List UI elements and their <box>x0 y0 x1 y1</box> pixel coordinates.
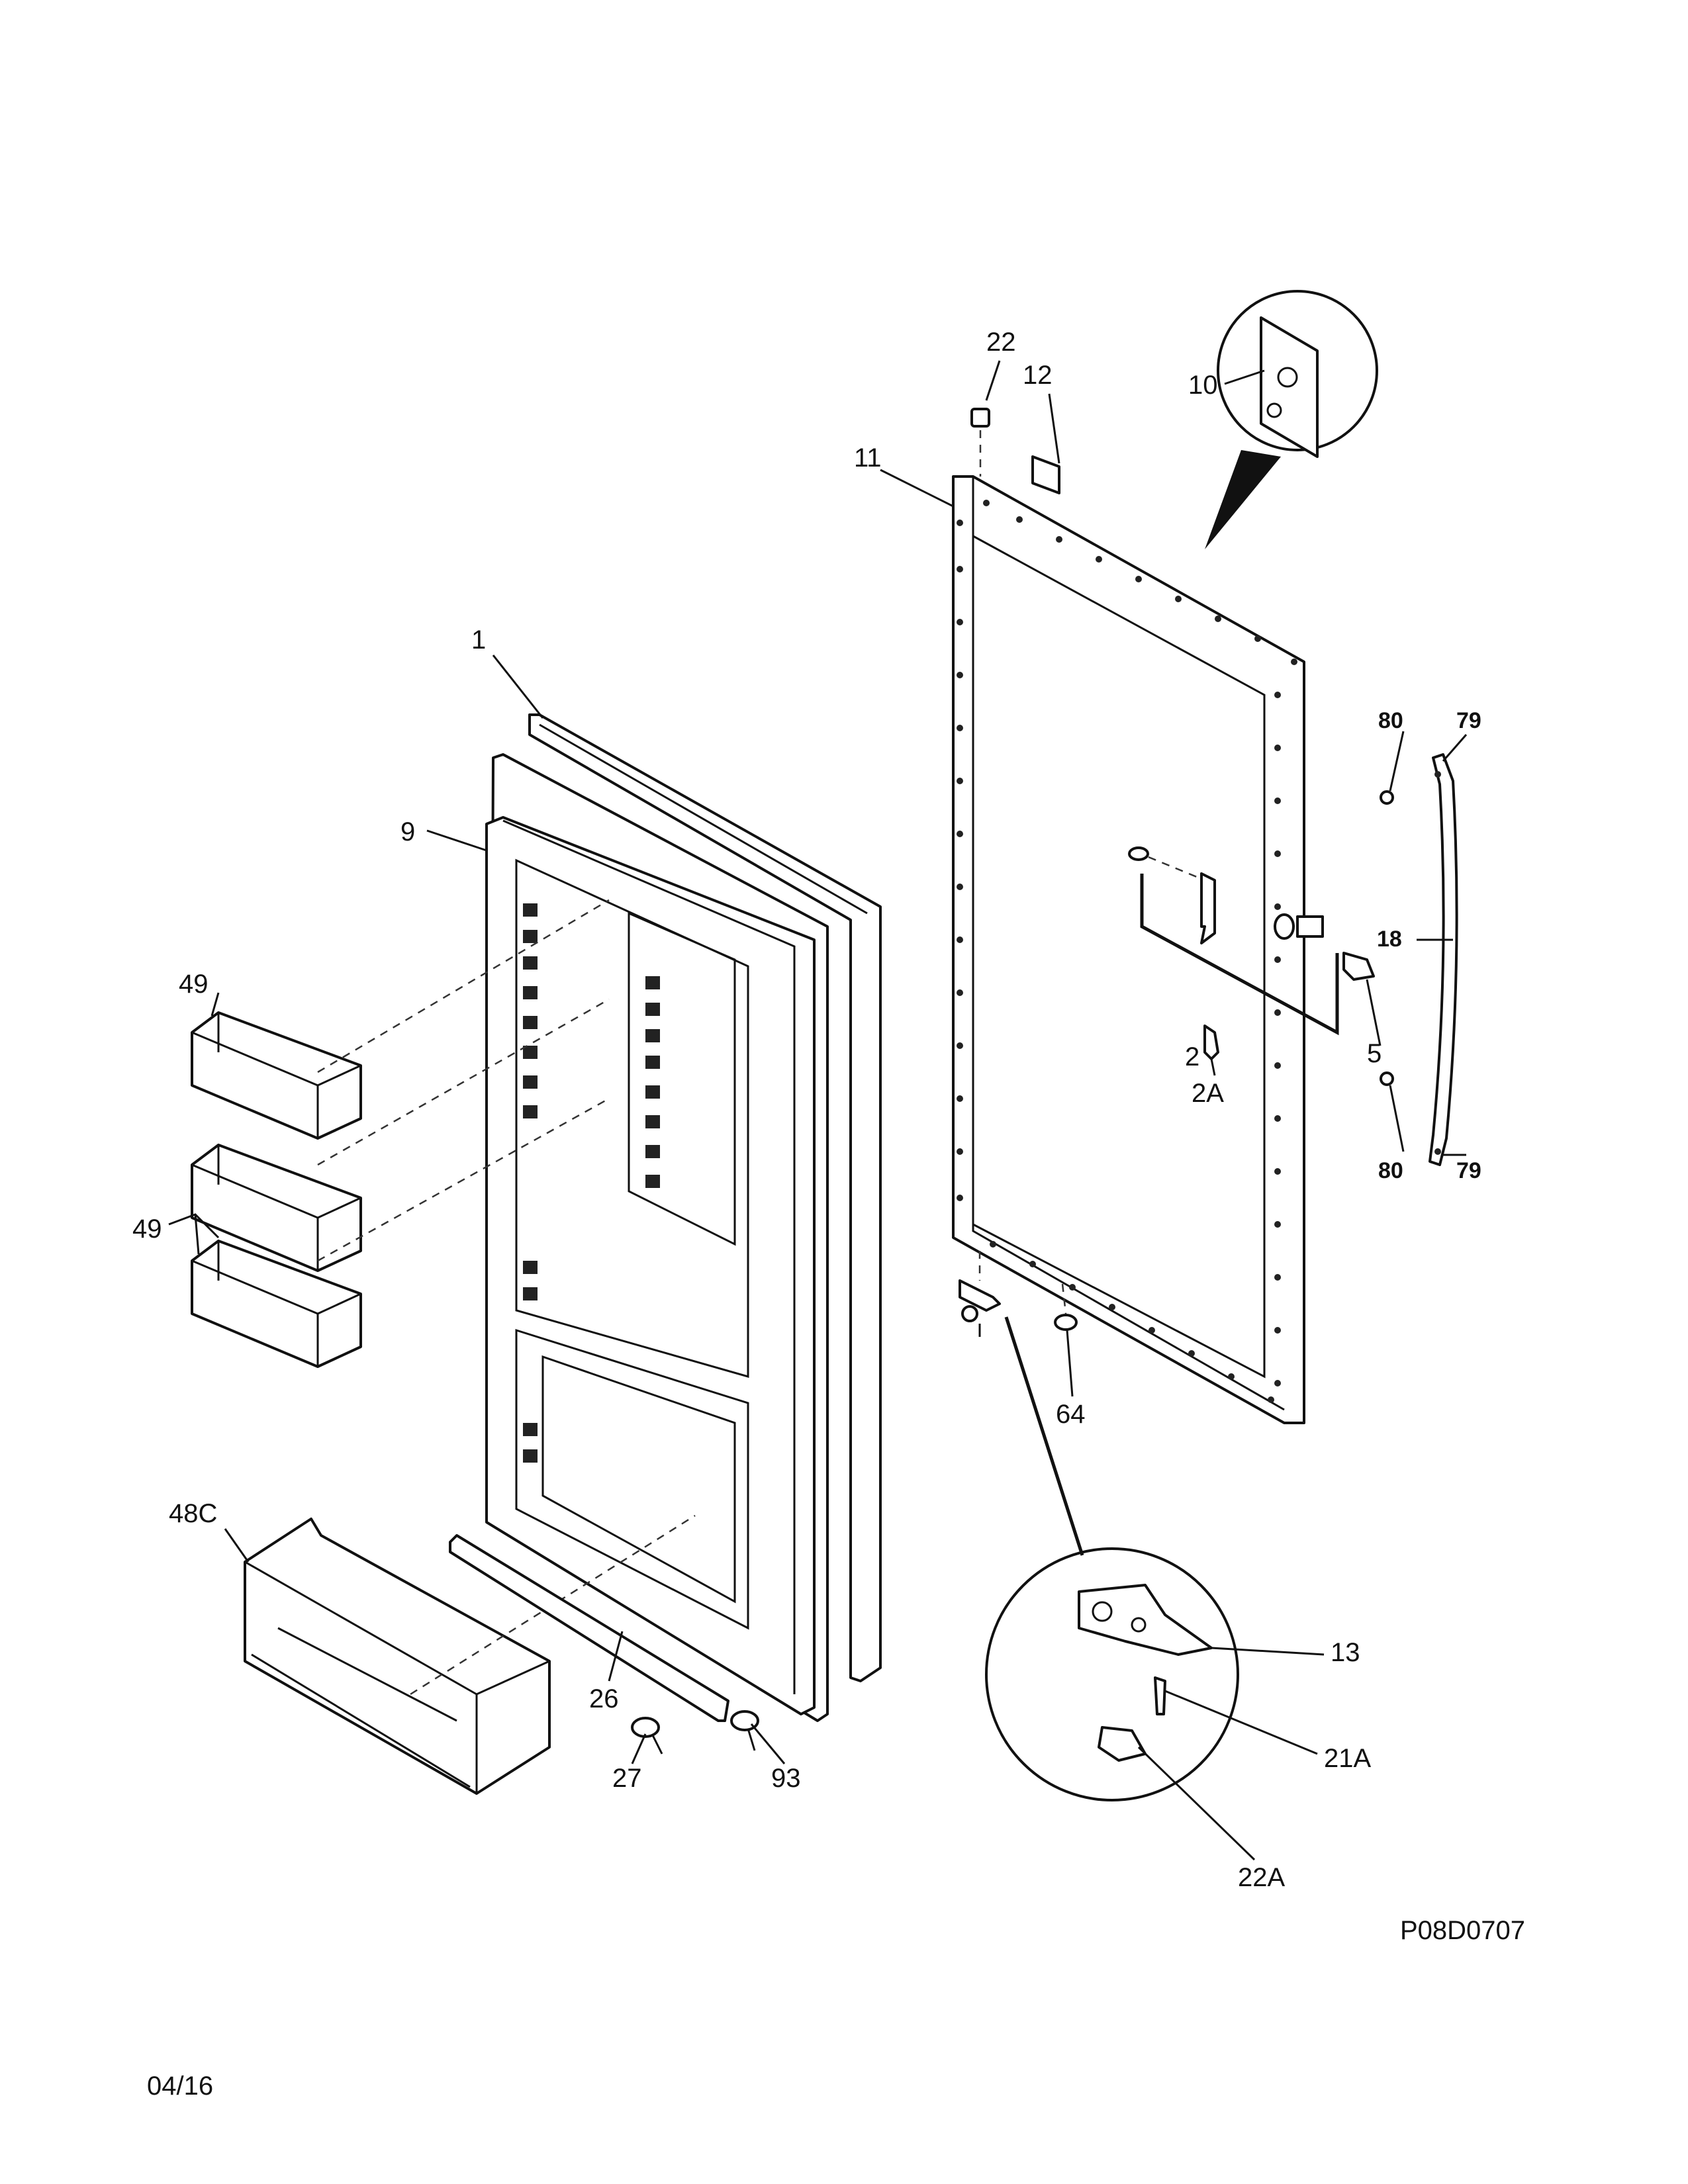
label-1: 1 <box>471 625 486 655</box>
label-2: 2 <box>1185 1042 1199 1071</box>
outer-door-panel-part-11 <box>952 475 1305 1424</box>
label-5: 5 <box>1367 1039 1382 1068</box>
label-80-top: 80 <box>1378 708 1403 733</box>
handle-part-18 <box>1429 753 1458 1166</box>
trim-strip-part-26 <box>449 1534 729 1722</box>
diagram-code: P08D0707 <box>1400 1916 1525 1945</box>
plug-part-22 <box>970 408 990 477</box>
leader-lines <box>168 360 1468 1861</box>
label-64: 64 <box>1056 1400 1086 1429</box>
bin-alignment-lines <box>317 899 610 1262</box>
label-part-12 <box>1031 455 1060 494</box>
label-18: 18 <box>1377 927 1402 952</box>
door-bin-part-49-middle <box>191 1144 362 1272</box>
plug-part-93 <box>730 1710 759 1751</box>
clip-part-2a <box>1203 1024 1219 1060</box>
door-gasket-part-1 <box>528 713 882 1682</box>
bottom-door-bin-part-48c <box>244 1514 696 1795</box>
key-part-5 <box>1342 952 1375 981</box>
label-12: 12 <box>1023 361 1053 390</box>
latch-assembly-part-2 <box>1128 846 1339 1036</box>
gasket-part-64 <box>1054 1283 1078 1331</box>
label-49-top: 49 <box>179 970 209 999</box>
label-80-bottom: 80 <box>1378 1158 1403 1183</box>
label-9: 9 <box>400 817 415 846</box>
door-bin-part-49-top <box>191 1011 362 1140</box>
door-bin-part-49-bottom <box>191 1240 362 1368</box>
label-27: 27 <box>612 1764 642 1793</box>
date-code: 04/16 <box>147 2071 213 2101</box>
screw-part-80-bottom <box>1380 1071 1394 1086</box>
label-49-bottom: 49 <box>132 1214 162 1244</box>
label-79-bottom: 79 <box>1456 1158 1481 1183</box>
control-callout-part-10 <box>1205 290 1378 549</box>
label-21a: 21A <box>1324 1744 1371 1773</box>
label-22a: 22A <box>1238 1863 1285 1892</box>
hinge-callout <box>985 1547 1239 1801</box>
label-79-top: 79 <box>1456 708 1481 733</box>
label-48c: 48C <box>169 1499 217 1528</box>
part-labels: 1 9 49 49 48C 26 27 93 22 12 11 10 80 79… <box>132 328 1481 1892</box>
label-2a: 2A <box>1192 1079 1224 1108</box>
label-26: 26 <box>589 1684 619 1713</box>
label-22: 22 <box>986 328 1016 357</box>
label-93: 93 <box>771 1764 801 1793</box>
screw-part-80-top <box>1380 790 1394 805</box>
plug-part-27 <box>631 1717 663 1754</box>
label-11: 11 <box>854 443 882 473</box>
label-10: 10 <box>1188 371 1218 400</box>
door-liner-part-9 <box>485 753 829 1722</box>
label-13: 13 <box>1331 1638 1360 1667</box>
hinge-group <box>959 1251 1001 1337</box>
